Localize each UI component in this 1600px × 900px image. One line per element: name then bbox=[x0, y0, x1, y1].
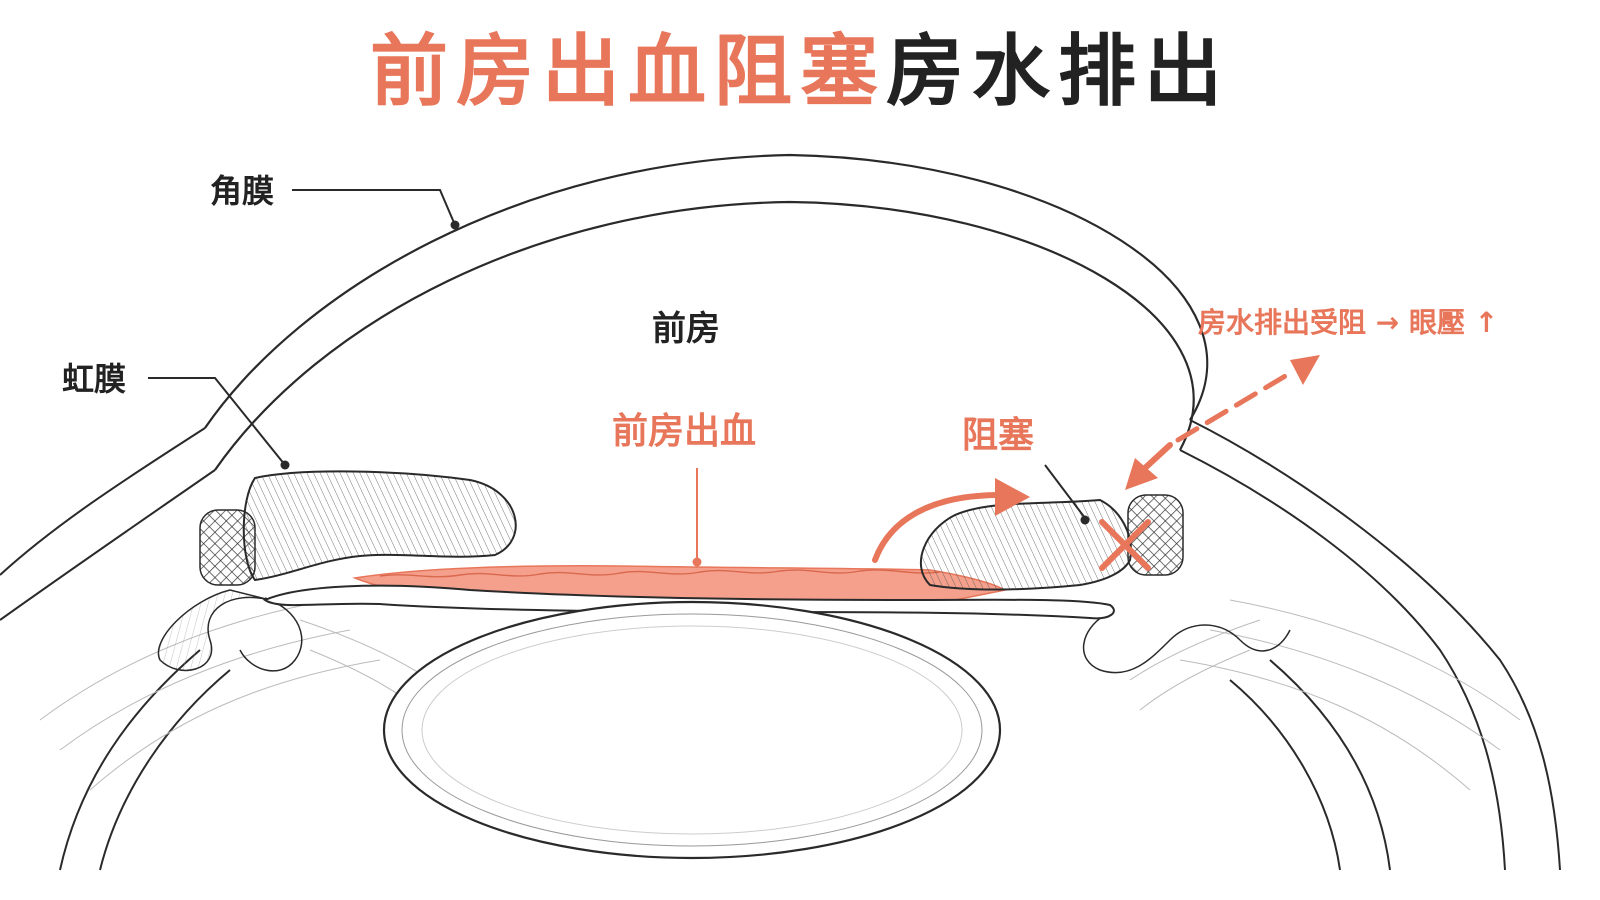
title-rest: 房水排出 bbox=[886, 27, 1231, 117]
cornea-label: 角膜 bbox=[210, 172, 274, 210]
cornea-leader-dot bbox=[450, 220, 460, 230]
flow-arrow bbox=[872, 492, 1003, 563]
ciliary-body-right bbox=[1083, 614, 1291, 674]
iris-right bbox=[919, 498, 1132, 591]
lens bbox=[382, 600, 1002, 860]
hyphema-label: 前房出血 bbox=[612, 411, 756, 452]
outflow-arrow-head-up bbox=[1290, 355, 1320, 385]
blocked-arrow-shaft bbox=[1142, 442, 1173, 471]
iris-label: 虹膜 bbox=[62, 360, 126, 398]
iris-leader-dot bbox=[280, 460, 290, 470]
blockage-leader-dot bbox=[1080, 515, 1090, 525]
outflow-dashed-arrow bbox=[1175, 369, 1295, 443]
ciliary-body-left bbox=[157, 589, 303, 672]
blockage-label: 阻塞 bbox=[962, 415, 1034, 456]
blocked-arrow-head bbox=[1125, 458, 1158, 490]
diagram-title: 前房出血阻塞房水排出 bbox=[0, 22, 1600, 122]
sclera-outline bbox=[0, 419, 1561, 871]
hyphema-leader-dot bbox=[692, 557, 702, 567]
hyphema-ripple bbox=[379, 569, 941, 578]
block-x-mark bbox=[1099, 519, 1151, 571]
title-highlight: 前房出血阻塞 bbox=[369, 27, 886, 117]
anterior-chamber-label: 前房 bbox=[652, 309, 720, 349]
leader-lines bbox=[148, 189, 1086, 519]
cornea-shape bbox=[204, 153, 1209, 471]
flow-arrow-head bbox=[995, 478, 1030, 516]
outflow-label: 房水排出受阻 → 眼壓 ↑ bbox=[1198, 306, 1498, 339]
iris-left bbox=[242, 470, 517, 582]
